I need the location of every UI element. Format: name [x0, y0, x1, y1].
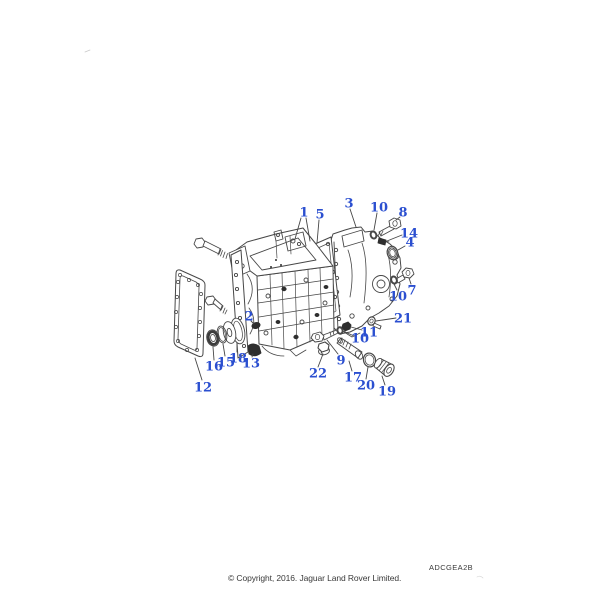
callout-leader-3 — [349, 208, 357, 228]
callout-leader-15 — [222, 343, 226, 357]
callout-8[interactable]: 8 — [398, 206, 407, 221]
callout-leader-22 — [317, 353, 324, 368]
callout-18[interactable]: 18 — [229, 352, 247, 367]
bolt-8 — [377, 217, 402, 237]
callout-12[interactable]: 12 — [194, 381, 212, 396]
callout-leader-7 — [408, 277, 412, 285]
washer-10a — [369, 230, 378, 240]
main-case-1 — [228, 227, 335, 359]
cap-19 — [373, 357, 395, 377]
callout-13[interactable]: 13 — [242, 357, 260, 372]
callout-leader-2 — [250, 320, 255, 325]
callout-10[interactable]: 10 — [370, 201, 388, 216]
callout-4[interactable]: 4 — [405, 236, 414, 251]
callout-2[interactable]: 2 — [244, 310, 253, 325]
ring-20 — [362, 352, 377, 368]
callout-leader-12 — [194, 357, 203, 381]
callout-3[interactable]: 3 — [344, 197, 353, 212]
bolt-long — [193, 237, 228, 259]
copyright-text: © Copyright, 2016. Jaguar Land Rover Lim… — [228, 573, 402, 583]
callout-14[interactable]: 14 — [400, 227, 418, 242]
callout-leader-10 — [342, 330, 355, 337]
cover-plate-18 — [222, 317, 246, 345]
callout-17[interactable]: 17 — [344, 371, 362, 386]
rear-housing-3 — [329, 226, 402, 338]
callout-leader-4 — [397, 245, 406, 251]
callout-9[interactable]: 9 — [336, 354, 345, 369]
washer-10c — [336, 326, 344, 335]
seal-4 — [386, 245, 399, 261]
callout-leader-16 — [212, 346, 215, 361]
nut-11 — [341, 321, 352, 332]
diagram-code: ADCGEA2B — [429, 563, 474, 572]
cap-13 — [247, 343, 262, 357]
callout-20[interactable]: 20 — [357, 379, 375, 394]
callout-7[interactable]: 7 — [407, 284, 416, 299]
callout-leader-17 — [348, 360, 353, 372]
plug-14 — [377, 237, 390, 246]
oil-seal-16 — [206, 329, 220, 347]
callout-leader-10 — [393, 283, 398, 291]
bolt-short — [204, 295, 228, 315]
callout-leader-14 — [386, 234, 403, 242]
callout-11[interactable]: 11 — [360, 326, 378, 341]
callout-16[interactable]: 16 — [205, 360, 223, 375]
bolt-7 — [395, 267, 415, 284]
callout-19[interactable]: 19 — [378, 385, 396, 400]
callout-10[interactable]: 10 — [351, 332, 369, 347]
callout-leader-11 — [350, 326, 363, 331]
scan-artifact — [84, 49, 91, 53]
bolt-9 — [310, 329, 339, 343]
case-rib-grid — [257, 267, 335, 350]
callout-leader-5 — [316, 219, 320, 244]
callout-leader-9 — [326, 339, 339, 355]
callout-21[interactable]: 21 — [394, 312, 412, 327]
callout-5[interactable]: 5 — [315, 208, 324, 223]
breather-bolt-17 — [336, 337, 364, 360]
callout-leader-1 — [305, 217, 311, 242]
callout-leader-13 — [251, 353, 254, 358]
callout-1[interactable]: 1 — [299, 206, 308, 221]
scan-artifact — [476, 575, 484, 579]
callout-10[interactable]: 10 — [389, 290, 407, 305]
callout-leader-20 — [365, 366, 369, 380]
callout-15[interactable]: 15 — [217, 356, 235, 371]
callout-leader-19 — [381, 375, 386, 386]
case-bosses — [275, 285, 329, 340]
callout-22[interactable]: 22 — [309, 367, 327, 382]
washer-10b — [390, 275, 398, 285]
plug-22 — [317, 341, 330, 356]
callout-leader-8 — [395, 216, 401, 221]
gasket-12 — [173, 269, 206, 358]
callout-leader-1 — [294, 217, 302, 240]
callout-leader-10 — [373, 212, 378, 231]
screw-21 — [367, 316, 382, 330]
callout-leader-21 — [375, 317, 397, 322]
